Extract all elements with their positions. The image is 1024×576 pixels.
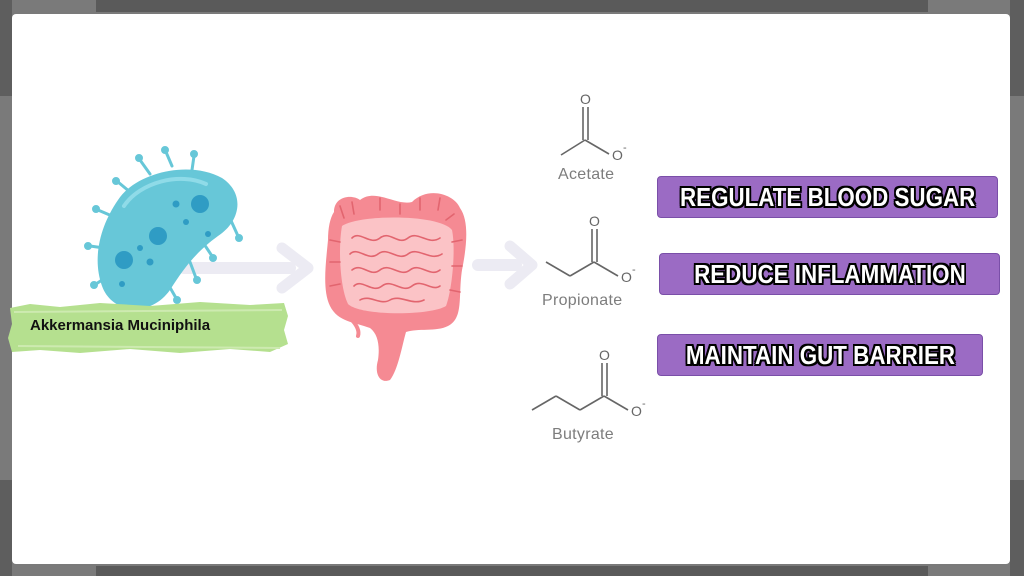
intestine-illustration: [325, 193, 467, 381]
frame-side-left-bottom: [0, 480, 12, 576]
bacterium-illustration: [84, 146, 243, 310]
metabolite-label-butyrate: Butyrate: [552, 426, 614, 443]
arrow-gut-to-metabolites: [472, 240, 538, 290]
propionate-anion-oxygen: O: [621, 269, 632, 285]
acetate-anion-oxygen: O: [612, 147, 623, 163]
frame-side-left-top: [0, 0, 12, 96]
benefit-label-gut-barrier: MAINTAIN GUT BARRIER: [685, 339, 955, 370]
frame-bottom-bar: [96, 566, 928, 576]
acetate-molecule: [560, 107, 610, 156]
benefit-box-inflammation: REDUCE INFLAMMATION: [659, 253, 1000, 295]
butyrate-carbonyl-oxygen: O: [599, 347, 610, 363]
benefit-label-inflammation: REDUCE INFLAMMATION: [693, 258, 966, 289]
arrow-bacterium-to-gut: [178, 242, 314, 294]
butyrate-anion-oxygen: O: [631, 403, 642, 419]
acetate-carbonyl-oxygen: O: [580, 91, 591, 107]
propionate-molecule: [545, 229, 619, 277]
benefit-label-blood-sugar: REGULATE BLOOD SUGAR: [679, 181, 976, 212]
propionate-charge: -: [632, 264, 636, 276]
acetate-charge: -: [623, 142, 627, 154]
butyrate-molecule: [531, 363, 629, 411]
frame-top-bar: [96, 0, 928, 12]
frame-side-right-bottom: [1010, 480, 1024, 576]
benefit-box-gut-barrier: MAINTAIN GUT BARRIER: [657, 334, 983, 376]
butyrate-charge: -: [642, 398, 646, 410]
benefit-box-blood-sugar: REGULATE BLOOD SUGAR: [657, 176, 998, 218]
propionate-carbonyl-oxygen: O: [589, 213, 600, 229]
metabolite-label-propionate: Propionate: [542, 292, 623, 309]
bacterium-label: Akkermansia Muciniphila: [30, 317, 211, 334]
metabolite-label-acetate: Acetate: [558, 166, 615, 183]
bacterium-label-band: [8, 302, 288, 353]
frame-side-right-top: [1010, 0, 1024, 96]
